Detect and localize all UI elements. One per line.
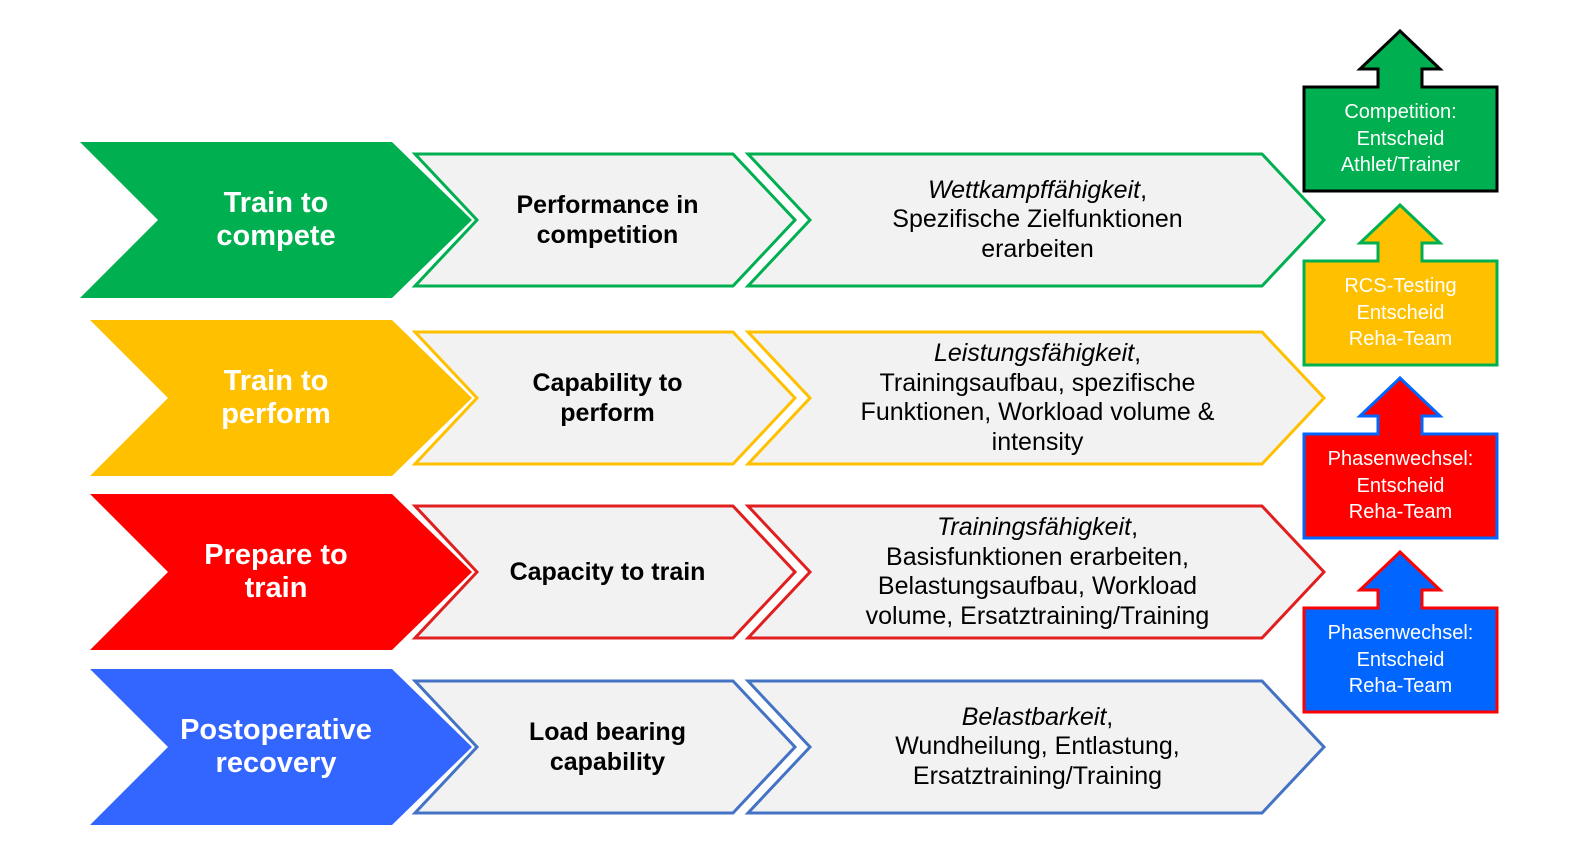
description-train-to-perform-emphasis: Leistungsfähigkeit	[933, 339, 1135, 367]
goal-label-postoperative-recovery-line: capability	[549, 748, 666, 776]
description-train-to-perform-line: Trainingsaufbau, spezifische	[879, 368, 1196, 397]
decision-label-2-line: Entscheid	[1356, 301, 1445, 324]
goal-chevron-train-to-compete	[411, 152, 798, 288]
description-train-to-perform-comma: ,	[1134, 339, 1142, 367]
goal-chevron-train-to-perform	[411, 330, 798, 466]
decision-label-3-line: Phasenwechsel:	[1327, 448, 1474, 471]
description-chevron-train-to-compete	[744, 152, 1327, 288]
decision-label-3-line: Reha-Team	[1348, 501, 1453, 524]
decision-arrow-box-2	[1302, 202, 1499, 367]
stage-label-prepare-to-train-line: Prepare to	[204, 539, 348, 571]
decision-label-4-line: Entscheid	[1356, 648, 1445, 671]
description-prepare-to-train-line: Belastungsaufbau, Workload	[877, 572, 1198, 600]
description-train-to-compete: Wettkampffähigkeit,Spezifische Zielfunkt…	[820, 154, 1255, 286]
description-prepare-to-train: Trainingsfähigkeit,Basisfunktionen erarb…	[820, 506, 1255, 638]
stage-chevron-train-to-perform	[90, 320, 472, 476]
goal-label-train-to-perform-line: Capability to	[532, 369, 683, 397]
decision-label-1-line: Athlet/Trainer	[1340, 154, 1461, 177]
description-chevron-postoperative-recovery	[744, 679, 1327, 815]
stage-label-train-to-compete-line: Train to	[223, 187, 329, 219]
description-prepare-to-train-comma: ,	[1131, 513, 1139, 541]
description-prepare-to-train-emphasis: Trainingsfähigkeit	[936, 513, 1132, 541]
stage-chevron-postoperative-recovery	[90, 669, 472, 825]
stage-label-train-to-perform-line: perform	[221, 398, 331, 430]
decision-arrow-box-1	[1302, 28, 1499, 193]
goal-label-train-to-compete-line: competition	[536, 221, 679, 249]
description-prepare-to-train-line: volume, Ersatztraining/Training	[865, 601, 1210, 630]
description-postoperative-recovery-line: Ersatztraining/Training	[912, 761, 1163, 790]
stage-chevron-prepare-to-train	[90, 494, 472, 650]
decision-arrow-box-3	[1302, 375, 1499, 540]
description-prepare-to-train-emphasis-line: Trainingsfähigkeit,	[937, 513, 1138, 543]
description-train-to-perform-line: Funktionen, Workload volume &	[860, 398, 1215, 426]
description-train-to-compete-line: erarbeiten	[981, 234, 1094, 263]
description-chevron-prepare-to-train	[744, 504, 1327, 640]
goal-label-prepare-to-train-line: Capacity to train	[509, 558, 706, 586]
description-train-to-perform-line: intensity	[991, 427, 1084, 456]
description-train-to-perform: Leistungsfähigkeit,Trainingsaufbau, spez…	[820, 332, 1255, 464]
description-postoperative-recovery: Belastbarkeit,Wundheilung, Entlastung,Er…	[820, 681, 1255, 813]
goal-label-postoperative-recovery-line: Load bearing	[529, 718, 686, 746]
description-postoperative-recovery-emphasis-line: Belastbarkeit,	[962, 703, 1113, 733]
decision-label-2-line: RCS-Testing	[1344, 275, 1457, 298]
description-prepare-to-train-line: Basisfunktionen erarbeiten,	[886, 542, 1189, 571]
decision-label-1-line: Entscheid	[1356, 127, 1445, 150]
goal-label-prepare-to-train: Capacity to train	[455, 506, 760, 638]
description-postoperative-recovery-comma: ,	[1106, 702, 1114, 731]
goal-label-train-to-compete-line: Performance in	[516, 191, 699, 219]
stage-label-train-to-compete-line: compete	[216, 220, 336, 252]
description-postoperative-recovery-line: Wundheilung, Entlastung,	[895, 732, 1180, 761]
description-train-to-compete-line: Spezifische Zielfunktionen	[892, 205, 1183, 234]
decision-label-1-line: Competition:	[1344, 101, 1457, 124]
description-chevron-train-to-perform	[744, 330, 1327, 466]
decision-label-4-line: Phasenwechsel:	[1327, 622, 1474, 645]
decision-label-4-line: Reha-Team	[1348, 675, 1453, 698]
goal-label-train-to-perform-line: perform	[560, 399, 655, 427]
stage-label-train-to-perform-line: Train to	[223, 365, 329, 397]
description-postoperative-recovery-emphasis: Belastbarkeit	[961, 702, 1107, 731]
description-train-to-compete-emphasis-line: Wettkampffähigkeit,	[928, 176, 1147, 206]
stage-chevron-train-to-compete	[80, 142, 472, 298]
description-train-to-compete-emphasis: Wettkampffähigkeit	[927, 175, 1141, 204]
decision-arrow-box-4	[1302, 549, 1499, 714]
stage-label-prepare-to-train-line: train	[244, 572, 308, 604]
goal-chevron-postoperative-recovery	[411, 679, 798, 815]
stage-label-postoperative-recovery-line: Postoperative	[180, 714, 372, 746]
decision-label-3-line: Entscheid	[1356, 474, 1445, 497]
goal-chevron-prepare-to-train	[411, 504, 798, 640]
description-train-to-perform-emphasis-line: Leistungsfähigkeit,	[934, 339, 1141, 369]
stage-label-postoperative-recovery-line: recovery	[215, 747, 337, 779]
decision-label-2-line: Reha-Team	[1348, 328, 1453, 351]
description-train-to-compete-comma: ,	[1140, 175, 1148, 204]
